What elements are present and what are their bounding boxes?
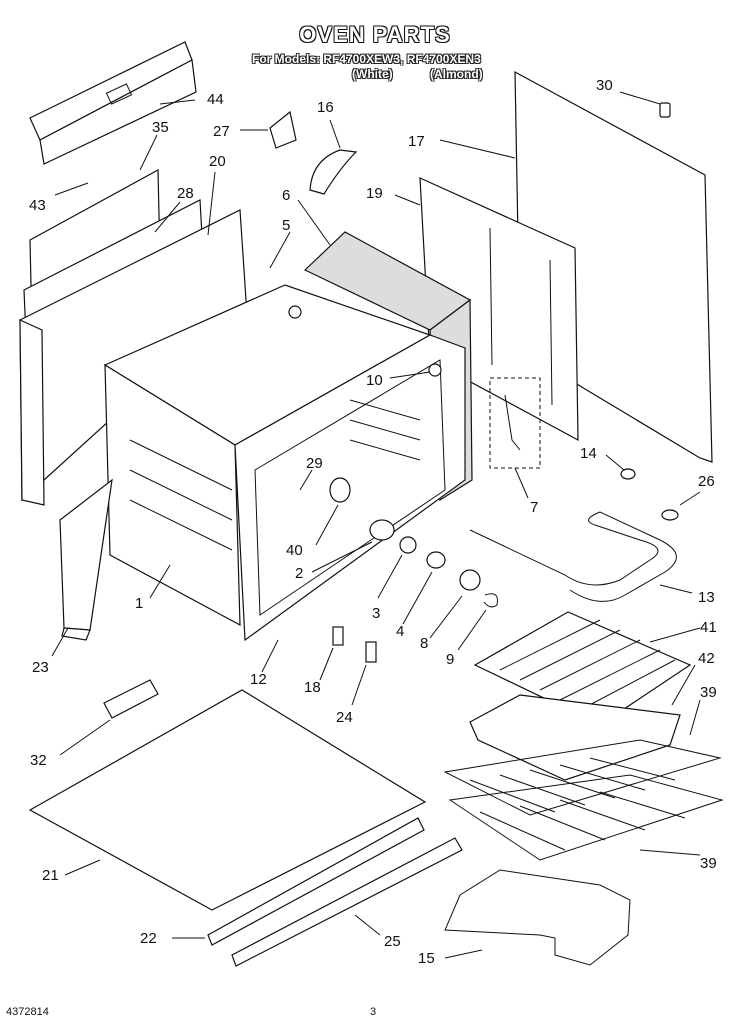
- label-42: 42: [698, 650, 715, 667]
- part-42-broiler-pan: [469, 694, 681, 781]
- part-32-terminal-block: [103, 679, 159, 719]
- part-9-wire: [483, 593, 498, 608]
- color-white: (White): [352, 67, 393, 81]
- label-1: 1: [135, 595, 143, 612]
- label-26: 26: [698, 473, 715, 490]
- part-26-leveling-foot: [661, 509, 679, 521]
- label-22: 22: [140, 930, 157, 947]
- label-41: 41: [700, 619, 717, 636]
- part-16-hose: [309, 149, 358, 195]
- label-28: 28: [177, 185, 194, 202]
- part-40-light: [329, 477, 351, 503]
- label-14: 14: [580, 445, 597, 462]
- label-43: 43: [29, 197, 46, 214]
- label-12: 12: [250, 671, 267, 688]
- label-16: 16: [317, 99, 334, 116]
- label-39-top: 39: [700, 684, 717, 701]
- label-15: 15: [418, 950, 435, 967]
- leader-lines: [51, 91, 701, 959]
- part-2-receptacle: [369, 519, 395, 541]
- label-23: 23: [32, 659, 49, 676]
- label-17: 17: [408, 133, 425, 150]
- label-13: 13: [698, 589, 715, 606]
- part-15-broil-element: [444, 869, 631, 966]
- label-25: 25: [384, 933, 401, 950]
- part-27-bracket: [269, 110, 297, 149]
- label-32: 32: [30, 752, 47, 769]
- part-22-rail: [207, 817, 425, 946]
- label-27: 27: [213, 123, 230, 140]
- label-44: 44: [207, 91, 224, 108]
- part-21-floor: [28, 689, 427, 911]
- label-4: 4: [396, 623, 404, 640]
- part-44-trim: [29, 41, 197, 165]
- label-9: 9: [446, 651, 454, 668]
- label-40: 40: [286, 542, 303, 559]
- part-number-labels: 44 35 27 16 17 30 43 20 28 6 19 5 10 29 …: [29, 77, 717, 967]
- label-18: 18: [304, 679, 321, 696]
- label-7: 7: [530, 499, 538, 516]
- part-24-bracket: [365, 641, 377, 663]
- label-2: 2: [295, 565, 303, 582]
- label-21: 21: [42, 867, 59, 884]
- models-line: For Models: RF4700XEW3, RF4700XEN3: [252, 52, 481, 66]
- label-10: 10: [366, 372, 383, 389]
- label-39-bottom: 39: [700, 855, 717, 872]
- label-5: 5: [282, 217, 290, 234]
- color-almond: (Almond): [430, 67, 483, 81]
- part-30-plug: [659, 102, 671, 118]
- part-39-oven-racks: [443, 739, 724, 861]
- doc-number: 4372814: [6, 1006, 49, 1018]
- part-13-bake-element: [469, 511, 677, 602]
- part-18-bracket: [332, 626, 344, 646]
- label-30: 30: [596, 77, 613, 94]
- page-number: 3: [370, 1006, 377, 1018]
- label-35: 35: [152, 119, 169, 136]
- part-25-rail: [231, 837, 463, 967]
- part-8-lens: [459, 569, 481, 591]
- page-title: OVEN PARTS: [299, 22, 451, 47]
- part-23-duct: [59, 478, 113, 631]
- label-6: 6: [282, 187, 290, 204]
- label-19: 19: [366, 185, 383, 202]
- label-3: 3: [372, 605, 380, 622]
- label-8: 8: [420, 635, 428, 652]
- part-4-bulb: [426, 551, 446, 569]
- part-14-clip: [620, 468, 636, 480]
- part-3-socket: [399, 536, 417, 554]
- label-20: 20: [209, 153, 226, 170]
- label-24: 24: [336, 709, 353, 726]
- label-29: 29: [306, 455, 323, 472]
